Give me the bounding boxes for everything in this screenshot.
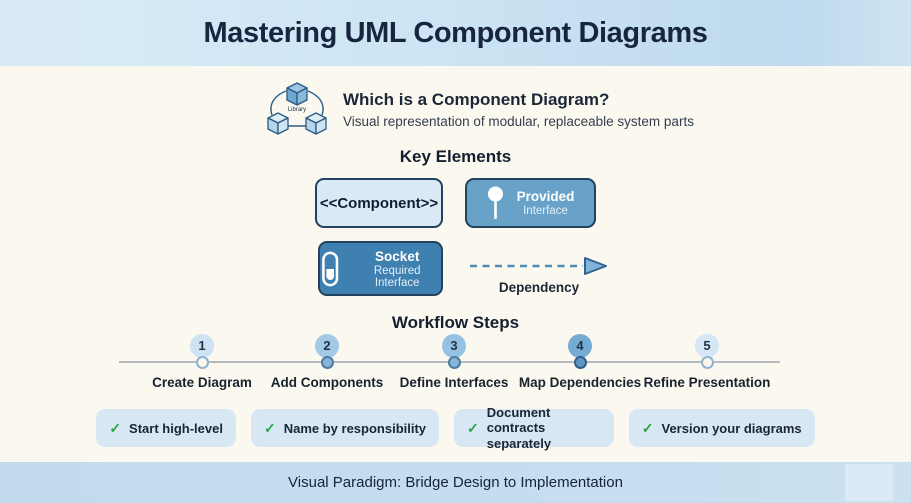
tips-row: ✓ Start high-level ✓ Name by responsibil… bbox=[0, 405, 911, 451]
header-banner: Mastering UML Component Diagrams bbox=[0, 0, 911, 66]
intro-subtitle: Visual representation of modular, replac… bbox=[343, 113, 694, 129]
tip-label: Document contracts separately bbox=[486, 405, 552, 451]
tip-card: ✓ Version your diagrams bbox=[628, 409, 815, 447]
socket-interface-box: Socket Required Interface bbox=[318, 241, 443, 296]
workflow-title: Workflow Steps bbox=[391, 313, 520, 332]
step-label: Map Dependencies bbox=[518, 375, 642, 390]
timeline-dot bbox=[447, 356, 461, 369]
component-stereotype-box: <<Component>> bbox=[315, 178, 443, 228]
dashed-arrow-icon bbox=[470, 257, 607, 275]
lollipop-icon bbox=[487, 186, 503, 220]
provided-box-title: Provided bbox=[516, 189, 575, 204]
key-elements-row-1: <<Component>> Provided Interface bbox=[0, 178, 911, 228]
step-number-badge: 1 bbox=[190, 334, 214, 358]
socket-icon bbox=[322, 251, 339, 286]
step-number-badge: 2 bbox=[315, 334, 339, 358]
dependency-label: Dependency bbox=[498, 280, 580, 295]
component-box-label: <<Component>> bbox=[319, 194, 439, 212]
workflow-step-5: 5 Refine Presentation bbox=[642, 334, 772, 390]
timeline-dot bbox=[700, 356, 714, 369]
component-cluster-icon: Library bbox=[264, 80, 330, 138]
step-number-badge: 5 bbox=[695, 334, 719, 358]
page-title: Mastering UML Component Diagrams bbox=[203, 16, 708, 49]
workflow-step-1: 1 Create Diagram bbox=[137, 334, 267, 390]
step-label: Add Components bbox=[270, 375, 384, 390]
intro-text: Which is a Component Diagram? Visual rep… bbox=[343, 90, 694, 129]
provided-box-subtitle: Interface bbox=[523, 205, 568, 217]
step-number-badge: 3 bbox=[442, 334, 466, 358]
key-elements-row-2: Socket Required Interface Dependency bbox=[0, 241, 911, 299]
socket-box-subtitle: Required Interface bbox=[373, 264, 421, 289]
timeline-dot bbox=[320, 356, 334, 369]
socket-box-labels: Socket Required Interface bbox=[353, 249, 441, 289]
check-icon: ✓ bbox=[263, 419, 276, 436]
footer-text: Visual Paradigm: Bridge Design to Implem… bbox=[288, 474, 623, 491]
step-label: Refine Presentation bbox=[643, 375, 771, 390]
check-icon: ✓ bbox=[641, 419, 654, 436]
tip-label: Version your diagrams bbox=[661, 420, 802, 436]
socket-box-title: Socket bbox=[375, 248, 420, 264]
timeline-dot bbox=[195, 356, 209, 369]
check-icon: ✓ bbox=[109, 419, 122, 436]
step-label: Create Diagram bbox=[152, 375, 252, 390]
cluster-icon-label: Library bbox=[288, 107, 306, 113]
step-label: Define Interfaces bbox=[399, 375, 509, 390]
tip-label: Start high-level bbox=[129, 420, 223, 436]
tip-card: ✓ Document contracts separately bbox=[454, 405, 614, 451]
tip-card: ✓ Name by responsibility bbox=[250, 409, 440, 447]
footer-banner: Visual Paradigm: Bridge Design to Implem… bbox=[0, 462, 911, 503]
tip-label: Name by responsibility bbox=[283, 420, 427, 436]
key-elements-title: Key Elements bbox=[399, 147, 512, 166]
provided-interface-box: Provided Interface bbox=[465, 178, 596, 228]
provided-box-labels: Provided Interface bbox=[517, 189, 575, 217]
workflow-step-4: 4 Map Dependencies bbox=[515, 334, 645, 390]
timeline-dot bbox=[573, 356, 587, 369]
workflow-step-2: 2 Add Components bbox=[262, 334, 392, 390]
dependency-group: Dependency bbox=[466, 241, 612, 295]
step-number-badge: 4 bbox=[568, 334, 592, 358]
workflow-timeline: 1 Create Diagram 2 Add Components 3 Defi… bbox=[0, 334, 911, 396]
intro-section: Library Which is a Component Diagram? Vi… bbox=[264, 80, 694, 138]
intro-heading: Which is a Component Diagram? bbox=[343, 89, 610, 109]
check-icon: ✓ bbox=[467, 419, 479, 436]
tip-card: ✓ Start high-level bbox=[96, 409, 236, 447]
workflow-step-3: 3 Define Interfaces bbox=[389, 334, 519, 390]
